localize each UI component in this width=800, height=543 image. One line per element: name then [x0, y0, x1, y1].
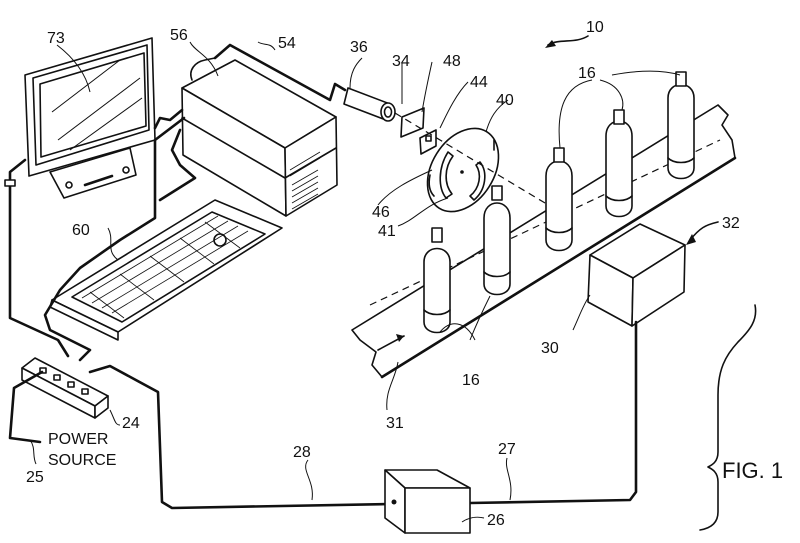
label-28: 28	[293, 444, 311, 461]
label-31: 31	[386, 415, 404, 432]
label-44: 44	[470, 74, 488, 91]
keyboard	[50, 200, 282, 340]
label-16-bottom: 16	[462, 372, 480, 389]
figure-title: FIG. 1	[722, 458, 783, 483]
junction-box	[385, 470, 470, 533]
label-73: 73	[47, 30, 65, 47]
bottle	[606, 110, 632, 217]
filter-44	[420, 130, 436, 154]
system-arrow-icon	[545, 40, 556, 48]
power-source-line1: POWER	[48, 431, 108, 448]
monitor-cable	[155, 110, 182, 128]
bottle	[424, 228, 450, 333]
camera	[344, 88, 395, 121]
label-54: 54	[278, 35, 296, 52]
label-48: 48	[443, 53, 461, 70]
label-24: 24	[122, 415, 140, 432]
label-40: 40	[496, 92, 514, 109]
label-26: 26	[487, 512, 505, 529]
label-10: 10	[586, 19, 604, 36]
label-30: 30	[541, 340, 559, 357]
power-source-line2: SOURCE	[48, 452, 116, 469]
label-25: 25	[26, 469, 44, 486]
label-60: 60	[72, 222, 90, 239]
bottle	[668, 72, 694, 179]
computer-case	[182, 58, 337, 216]
bottle	[546, 148, 572, 251]
sensor-leader	[690, 222, 718, 240]
monitor	[25, 38, 155, 198]
cable-clip	[5, 180, 15, 186]
label-36: 36	[350, 39, 368, 56]
power-strip	[22, 358, 108, 418]
bottle	[484, 186, 510, 295]
label-27: 27	[498, 441, 516, 458]
label-56: 56	[170, 27, 188, 44]
label-16-top: 16	[578, 65, 596, 82]
figure-brace	[700, 305, 756, 530]
label-46: 46	[372, 204, 390, 221]
filter-48	[401, 108, 424, 137]
cable-28	[90, 366, 390, 508]
label-32: 32	[722, 215, 740, 232]
label-34: 34	[392, 53, 410, 70]
label-41: 41	[378, 223, 396, 240]
